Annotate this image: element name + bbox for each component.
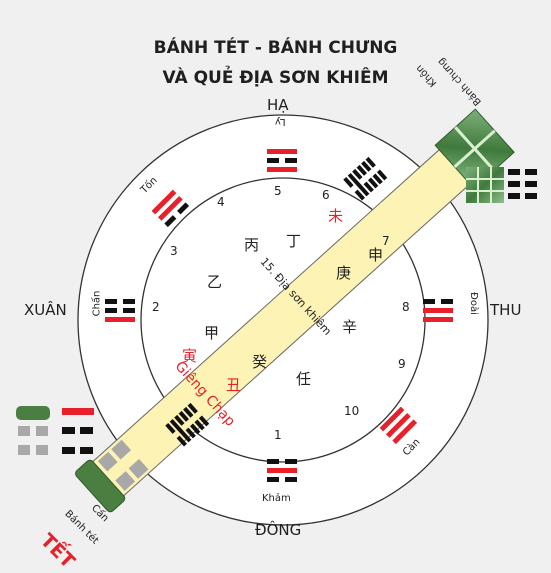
legend-banh-chung — [466, 167, 537, 203]
doai-trigram — [423, 299, 453, 322]
label-kham: Khảm — [262, 493, 291, 504]
char-quy: 癸 — [252, 353, 268, 371]
char-at: 乙 — [207, 273, 223, 291]
char-dinh: 丁 — [286, 232, 302, 250]
khiem-hexagram-lower — [165, 402, 210, 447]
khiem-hexagram-upper — [343, 156, 388, 201]
direction-thu: THU — [490, 301, 522, 319]
direction-dong: ĐÔNG — [255, 521, 302, 539]
ly-trigram — [267, 149, 297, 172]
number-9: 9 — [398, 357, 406, 371]
number-6: 6 — [322, 188, 330, 202]
char-suu: 丑 — [226, 376, 242, 394]
direction-xuan: XUÂN — [24, 301, 67, 319]
char-nham: 任 — [296, 370, 312, 388]
char-tan: 辛 — [342, 318, 358, 336]
number-10: 10 — [344, 404, 360, 418]
number-7: 7 — [382, 234, 390, 248]
number-5: 5 — [274, 184, 282, 198]
label-doai: Đoài — [467, 292, 479, 315]
direction-ha: HẠ — [267, 96, 289, 114]
banh-tet-roll — [75, 459, 126, 513]
legend-banh-tet — [16, 406, 94, 455]
can-qian-trigram — [379, 406, 418, 445]
title-line-2: VÀ QUẺ ĐỊA SƠN KHIÊM — [162, 68, 389, 88]
label-chan: Chấn — [91, 290, 103, 317]
title-line-1: BÁNH TÉT - BÁNH CHƯNG — [153, 38, 398, 58]
number-3: 3 — [170, 244, 178, 258]
char-binh: 丙 — [244, 236, 260, 254]
chan-trigram — [105, 299, 135, 322]
label-ly: Ly — [275, 116, 286, 127]
char-mui: 未 — [328, 207, 344, 225]
char-dan: 寅 — [182, 347, 198, 365]
char-canh: 庚 — [336, 264, 352, 282]
char-than: 申 — [368, 246, 384, 264]
kham-trigram — [267, 459, 297, 482]
number-4: 4 — [217, 195, 225, 209]
ton-trigram — [151, 189, 190, 228]
char-giap: 甲 — [204, 324, 220, 342]
number-8: 8 — [402, 300, 410, 314]
number-2: 2 — [152, 300, 160, 314]
number-1: 1 — [274, 428, 282, 442]
